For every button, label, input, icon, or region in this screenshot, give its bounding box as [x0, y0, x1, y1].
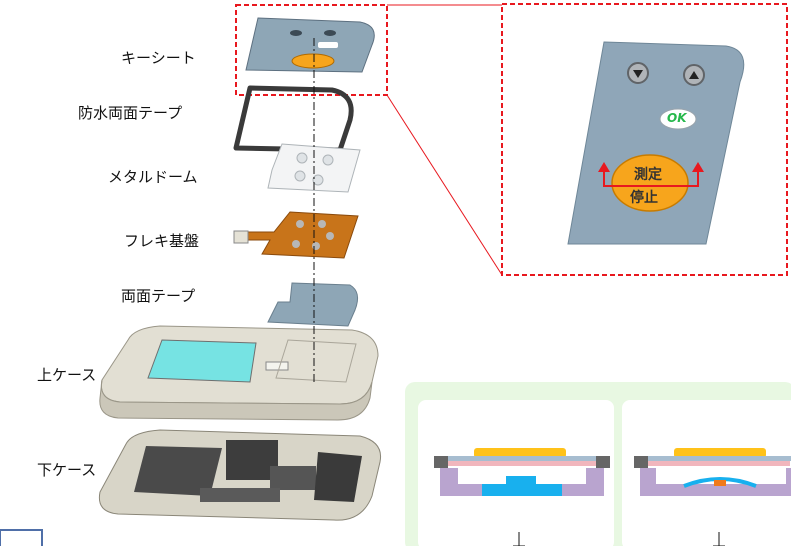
upper-case-part [99, 325, 379, 421]
label-upper-case: 上ケース [37, 366, 97, 384]
label-lower-case: 下ケース [37, 461, 97, 479]
ok-button [659, 108, 697, 130]
label-waterproof-tape: 防水両面テープ [78, 104, 183, 122]
flex-board-part [233, 211, 359, 259]
label-key-sheet: キーシート [121, 49, 196, 67]
measure-label-line2: 停止 [630, 190, 658, 206]
zoom-connector-bottom [386, 94, 503, 276]
press-arrows [603, 168, 699, 187]
highlight-box-zoom [501, 3, 788, 276]
measure-label-line1: 測定 [634, 167, 662, 183]
partial-frame-corner [0, 529, 43, 546]
zoomed-key-sheet [567, 41, 745, 245]
label-metal-dome: メタルドーム [108, 168, 198, 186]
key-sheet-part [245, 17, 375, 73]
highlight-box-small [235, 4, 388, 96]
waterproof-tape-part [233, 85, 354, 153]
double-tape-part [267, 282, 359, 327]
cross-section-panel [405, 382, 791, 546]
cross-section-right [634, 448, 791, 546]
ok-label: OK [667, 111, 687, 125]
measure-stop-button [611, 154, 689, 212]
label-flex-board: フレキ基盤 [124, 232, 200, 250]
cross-section-left [434, 448, 610, 546]
label-double-tape: 両面テープ [121, 287, 196, 305]
lower-case-part [98, 429, 382, 521]
